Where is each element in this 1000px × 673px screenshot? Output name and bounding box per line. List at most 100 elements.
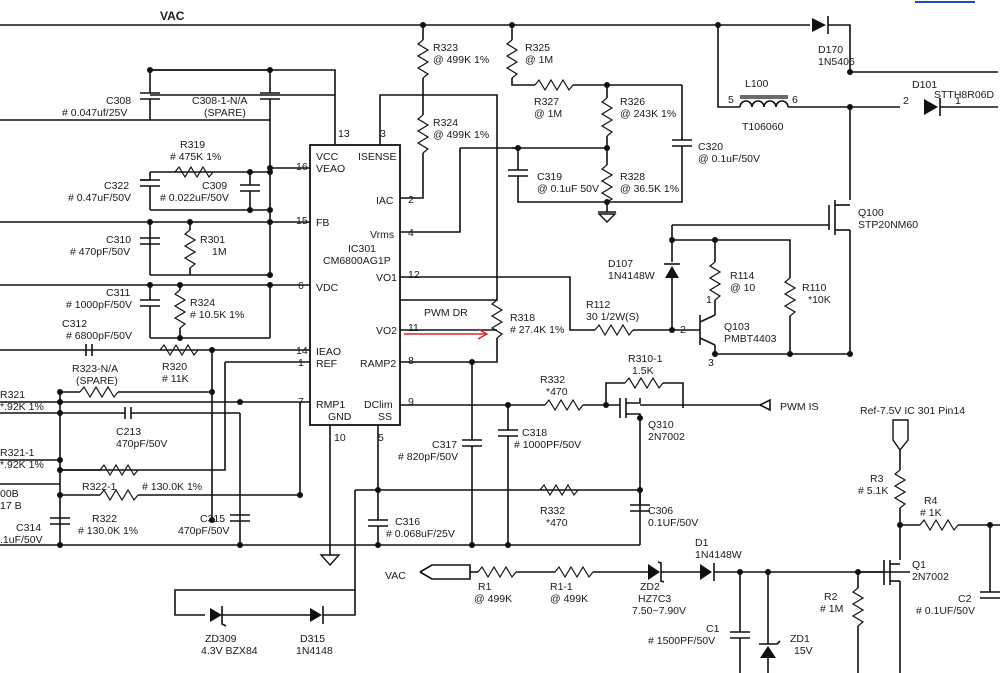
c3081-ref: C308-1-N/A: [192, 95, 247, 107]
pinnum-10: 10: [334, 432, 346, 444]
r322-ref: R322: [92, 513, 117, 525]
pin-dclim: DClim: [364, 399, 393, 411]
d315-val: 1N4148: [296, 645, 333, 657]
c318-val: # 1000PF/50V: [514, 439, 581, 451]
c318-ref: C318: [522, 427, 547, 439]
r110-val: *10K: [808, 294, 831, 306]
pinnum-11: 11: [408, 322, 419, 334]
d101-val: STTH8R06D: [934, 89, 995, 101]
r3-ref: R3: [870, 473, 884, 485]
c306-val: 0.1UF/50V: [648, 517, 698, 529]
zd309-val: 4.3V BZX84: [201, 645, 258, 657]
q103-pin1: 1: [706, 294, 712, 306]
d170-ref: D170: [818, 44, 843, 56]
c310-val: # 470pF/50V: [70, 246, 130, 258]
pinnum-9: 9: [408, 396, 414, 408]
c316-val: # 0.068uF/25V: [386, 528, 455, 540]
r3101-ref: R310-1: [628, 353, 663, 365]
c315-val: 470pF/50V: [178, 525, 229, 537]
r3221-ref: R322-1: [82, 481, 117, 493]
r332b-val: *470: [546, 517, 568, 529]
q1-val: 2N7002: [912, 571, 949, 583]
zd309-d315: [210, 590, 356, 627]
d170-diode: [812, 16, 998, 75]
c309-ref: C309: [202, 180, 227, 192]
r321-ref: R321: [0, 389, 25, 401]
zd2-ref: ZD2: [640, 581, 660, 593]
c311-ref: C311: [106, 287, 130, 299]
ic301-ref: IC301: [348, 243, 376, 255]
q103-pin3: 3: [708, 357, 714, 369]
d101-diode: [924, 98, 998, 116]
q103-val: PMBT4403: [724, 333, 777, 345]
d107-ref: D107: [608, 258, 633, 270]
d101-ref: D101: [912, 79, 937, 91]
r332b-ref: R332: [540, 505, 565, 517]
zd309-ref: ZD309: [205, 633, 237, 645]
pinnum-14: 14: [296, 345, 308, 357]
r11-ref: R1-1: [550, 581, 573, 593]
c310-ref: C310: [106, 234, 131, 246]
c306-ref: C306: [648, 505, 673, 517]
d0b-val: 17 B: [0, 500, 22, 512]
r1-val: @ 499K: [474, 593, 512, 605]
r323-r324-divider: [400, 25, 430, 199]
d170-val: 1N5406: [818, 56, 855, 68]
ic301-part: CM6800AG1P: [323, 255, 391, 267]
r1-ref: R1: [478, 581, 492, 593]
r324a-val: @ 499K 1%: [433, 129, 489, 141]
r11-val: @ 499K: [550, 593, 588, 605]
q103-ref: Q103: [724, 321, 750, 333]
c3081-val: (SPARE): [204, 107, 246, 119]
ramp-dclim-network: [400, 359, 771, 545]
r319-val: # 475K 1%: [170, 151, 221, 163]
c1-val: # 1500PF/50V: [648, 635, 715, 647]
c314-ref: C314: [16, 522, 41, 534]
zd2-voltage: 7.50~7.90V: [632, 605, 686, 617]
q100-ref: Q100: [858, 207, 884, 219]
r327-ref: R327: [534, 96, 559, 108]
c319-ref: C319: [537, 171, 562, 183]
vrms-network: [400, 25, 692, 233]
vac-in-label: VAC: [385, 570, 406, 582]
vac-label: VAC: [160, 9, 185, 23]
r324a-ref: R324: [433, 117, 458, 129]
l100-pin5: 5: [728, 94, 734, 106]
pin-veao: VEAO: [316, 163, 345, 175]
q103-pin2: 2: [680, 324, 686, 336]
pin-isense: ISENSE: [358, 151, 397, 163]
r324b-val: # 10.5K 1%: [190, 309, 244, 321]
c322-val: # 0.47uF/50V: [68, 192, 131, 204]
pinnum-1: 1: [298, 357, 304, 369]
pinnum-4: 4: [408, 227, 414, 239]
c213-val: 470pF/50V: [116, 438, 167, 450]
q1-circuit: [858, 419, 1000, 673]
d107-val: 1N4148W: [608, 270, 655, 282]
r320-val: # 11K: [162, 373, 189, 385]
r114-val: @ 10: [730, 282, 755, 294]
r320-ref: R320: [162, 361, 187, 373]
c312-val: # 6800pF/50V: [66, 330, 132, 342]
d0b-ref: 00B: [0, 488, 19, 500]
pinnum-6: 6: [298, 280, 304, 292]
pin-ieao: IEAO: [316, 346, 341, 358]
r321-val: *.92K 1%: [0, 401, 44, 413]
r326-val: @ 243K 1%: [620, 108, 676, 120]
c319-val: @ 0.1uF 50V: [537, 183, 599, 195]
pinnum-8: 8: [408, 355, 414, 367]
r114-ref: R114: [730, 270, 754, 282]
pin-ramp2: RAMP2: [360, 358, 396, 370]
r324b-ref: R324: [190, 297, 215, 309]
c308-ref: C308: [106, 95, 131, 107]
r327-val: @ 1M: [534, 108, 562, 120]
gate-driver: [400, 225, 850, 357]
d101-pin2: 2: [903, 95, 909, 107]
pin-rmp1: RMP1: [316, 399, 345, 411]
pinnum-5: 5: [378, 432, 384, 444]
ref-note: Ref-7.5V IC 301 Pin14: [860, 405, 965, 417]
q310-val: 2N7002: [648, 431, 685, 443]
c317-ref: C317: [432, 439, 457, 451]
zd2-val: HZ7C3: [638, 593, 671, 605]
c316-ref: C316: [395, 516, 420, 528]
